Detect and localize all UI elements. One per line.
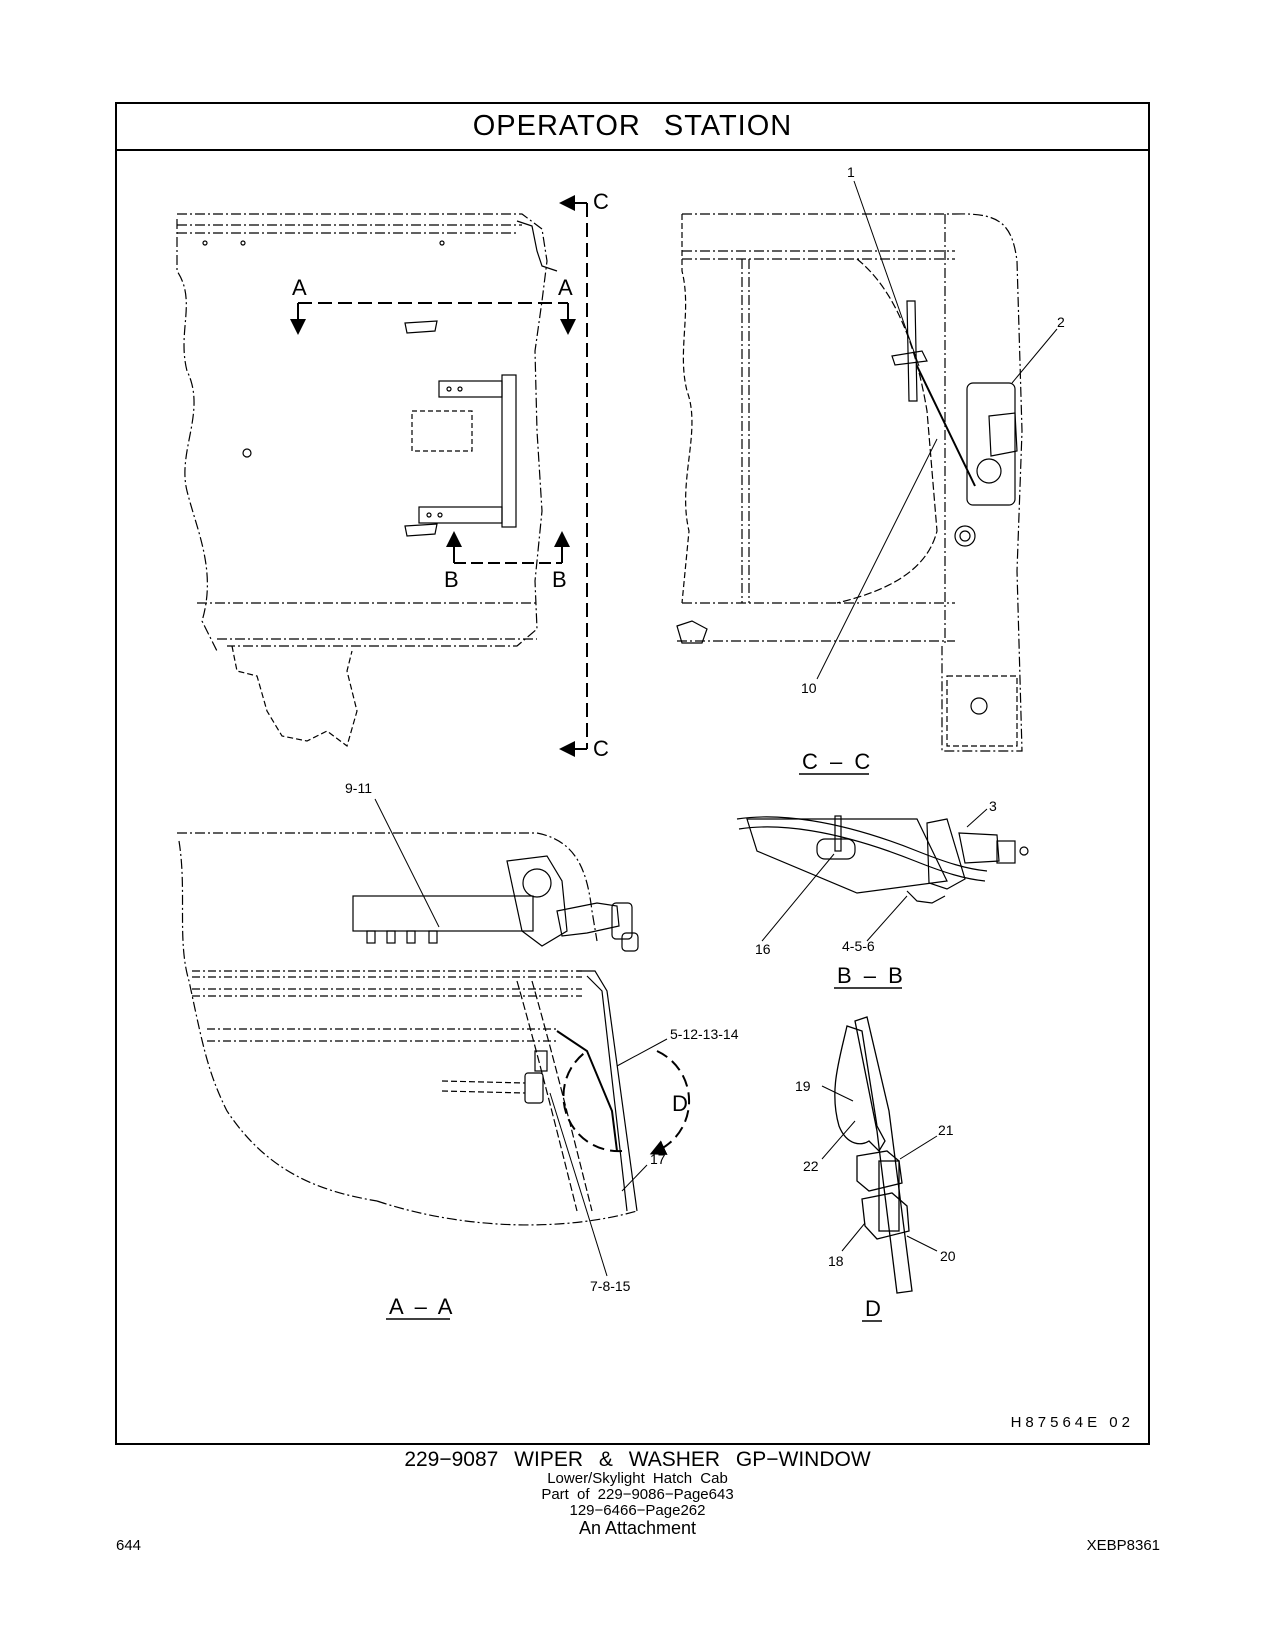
page-number: 644 [116, 1537, 142, 1554]
caption-line-3: 129−6466−Page262 [569, 1502, 706, 1519]
callout-4-5-6: 4-5-6 [842, 938, 875, 954]
leaders-aa [374, 798, 668, 1277]
view-label-aa: A – A [389, 1294, 455, 1319]
view-bb-drawing [736, 815, 1029, 904]
leaders-bb [761, 808, 988, 942]
view-label-bb: B – B [837, 963, 906, 988]
leaders-d [821, 1085, 938, 1252]
callout-1: 1 [847, 164, 855, 180]
callout-2: 2 [1057, 314, 1065, 330]
main-view [176, 213, 558, 748]
section-line-cc [559, 195, 588, 757]
callout-21: 21 [938, 1122, 954, 1138]
title-bar: OPERATOR STATION [117, 104, 1148, 151]
callout-20: 20 [940, 1248, 956, 1264]
view-label-cc: C – C [802, 749, 873, 774]
callout-5-12-13-14: 5-12-13-14 [670, 1026, 739, 1042]
callout-16: 16 [755, 941, 771, 957]
section-mark-c-bottom: C [593, 736, 609, 761]
callout-17: 17 [650, 1151, 666, 1167]
callout-3: 3 [989, 798, 997, 814]
caption-line-2: Part of 229−9086−Page643 [541, 1486, 734, 1503]
drawing-frame: OPERATOR STATION [115, 102, 1150, 1445]
callout-9-11: 9-11 [345, 780, 372, 796]
section-line-bb [446, 531, 570, 564]
section-mark-b-left: B [444, 567, 459, 592]
detail-d-circle [562, 1050, 691, 1155]
section-mark-d: D [672, 1091, 688, 1116]
callout-7-8-15: 7-8-15 [590, 1278, 631, 1294]
view-label-d: D [865, 1296, 884, 1321]
page-title: OPERATOR STATION [472, 110, 793, 142]
section-mark-a-left: A [292, 275, 307, 300]
callout-10: 10 [801, 680, 817, 696]
parts-illustration: A A B B C C [176, 164, 1065, 1322]
section-line-aa [290, 302, 576, 335]
detail-d-drawing [834, 1016, 913, 1294]
caption-line-1: Lower/Skylight Hatch Cab [547, 1470, 728, 1487]
document-code: XEBP8361 [1086, 1537, 1160, 1554]
figure-caption: 229−9087 WIPER & WASHER GP−WINDOW Lower/… [0, 1449, 1275, 1538]
section-mark-b-right: B [552, 567, 567, 592]
illustration-id: H87564E 02 [1010, 1414, 1134, 1431]
callout-22: 22 [803, 1158, 819, 1174]
view-aa-drawing [177, 832, 639, 1226]
callout-19: 19 [795, 1078, 811, 1094]
callout-18: 18 [828, 1253, 844, 1269]
caption-line-4: An Attachment [578, 1518, 697, 1538]
leaders-cc [816, 180, 1058, 680]
view-cc-drawing [676, 213, 1023, 752]
section-mark-a-right: A [558, 275, 573, 300]
caption-title: 229−9087 WIPER & WASHER GP−WINDOW [404, 1448, 871, 1471]
section-mark-c-top: C [593, 189, 609, 214]
